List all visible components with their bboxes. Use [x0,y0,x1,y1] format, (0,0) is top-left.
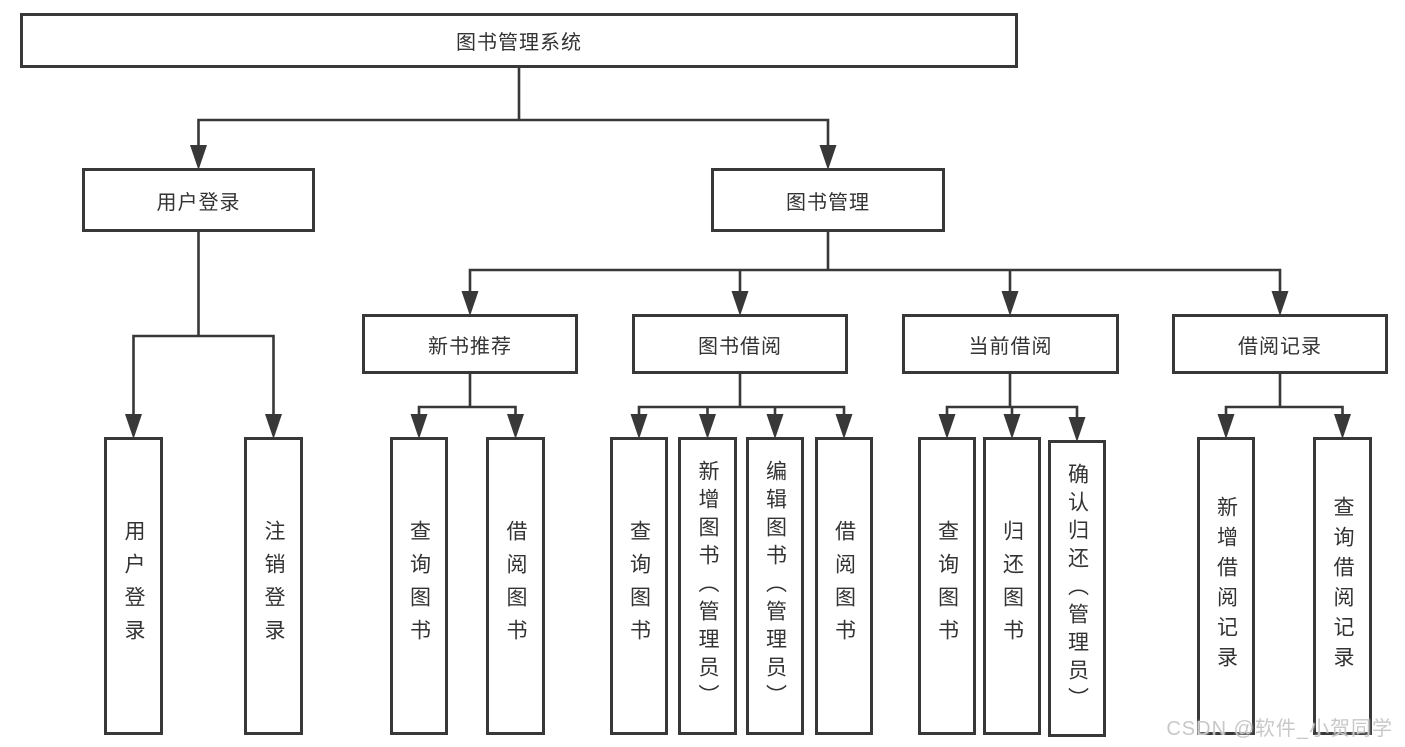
connector-root-to-level2 [197,68,830,166]
leaf-borrow-books: 借阅图书 [815,437,873,735]
leaf-add-borrow-record: 新增借阅记录 [1197,437,1255,735]
leaf-query-books-current: 查询图书 [918,437,976,735]
node-label: 借阅记录 [1238,335,1322,358]
node-label: 新增图书（管理员） [696,460,720,712]
node-label: 确认归还（管理员） [1065,462,1089,715]
node-label: 查询图书 [935,520,959,652]
node-label: 用户登录 [122,520,146,652]
node-borrow-records: 借阅记录 [1172,314,1388,374]
node-book-management: 图书管理 [711,168,945,232]
arrow-down-icon [125,414,142,439]
arrow-down-icon [190,145,207,170]
arrow-down-icon [1001,291,1019,316]
node-label: 新书推荐 [428,335,512,358]
leaf-add-books-admin: 新增图书（管理员） [678,437,737,735]
leaf-logout: 注销登录 [244,437,303,735]
arrow-down-icon [1334,414,1351,439]
node-label: 注销登录 [262,520,286,652]
node-current-borrow: 当前借阅 [902,314,1119,374]
node-label: 图书借阅 [698,335,782,358]
connector-new-book-to-leaves [417,374,517,435]
arrow-down-icon [699,414,716,439]
leaf-query-books-borrow: 查询图书 [610,437,668,735]
node-label: 用户登录 [156,191,241,214]
arrow-down-icon [819,145,837,170]
arrowheads [125,145,1351,442]
node-library-system: 图书管理系统 [20,13,1018,68]
arrow-down-icon [835,414,853,439]
leaf-confirm-return-admin: 确认归还（管理员） [1048,440,1106,737]
node-label: 查询借阅记录 [1331,496,1355,676]
node-label: 新增借阅记录 [1214,496,1238,676]
node-label: 查询图书 [627,520,651,652]
leaf-user-login: 用户登录 [104,437,163,735]
connector-user-login-to-leaves [132,232,275,435]
leaf-return-books: 归还图书 [983,437,1041,735]
leaf-edit-books-admin: 编辑图书（管理员） [746,437,804,735]
csdn-watermark: CSDN @软件_小贺同学 [1166,718,1393,740]
connector-book-borrow-to-leaves [637,374,846,435]
arrow-down-icon [1068,417,1086,442]
leaf-query-borrow-record: 查询借阅记录 [1313,437,1372,735]
arrow-down-icon [731,291,749,316]
node-label: 图书管理系统 [456,32,582,54]
arrow-down-icon [938,414,956,439]
connector-borrow-records-to-leaves [1224,374,1344,435]
node-label: 图书管理 [786,191,870,214]
node-label: 归还图书 [1000,520,1024,652]
arrow-down-icon [507,414,524,439]
leaf-borrow-books-recommend: 借阅图书 [486,437,545,735]
connector-book-management-to-level3 [468,232,1282,312]
node-label: 借阅图书 [504,520,528,652]
arrow-down-icon [630,414,648,439]
arrow-down-icon [265,414,282,439]
node-book-borrow: 图书借阅 [632,314,848,374]
arrow-down-icon [410,414,428,439]
arrow-down-icon [766,414,784,439]
arrow-down-icon [1271,291,1289,316]
leaf-query-books-recommend: 查询图书 [390,437,448,735]
node-user-login: 用户登录 [82,168,315,232]
arrow-down-icon [461,291,479,316]
arrow-down-icon [1003,414,1021,439]
node-label: 查询图书 [407,520,431,652]
node-new-book-recommend: 新书推荐 [362,314,578,374]
node-label: 当前借阅 [968,335,1053,358]
node-label: 借阅图书 [832,520,856,652]
node-label: 编辑图书（管理员） [763,460,787,712]
arrow-down-icon [1217,414,1235,439]
